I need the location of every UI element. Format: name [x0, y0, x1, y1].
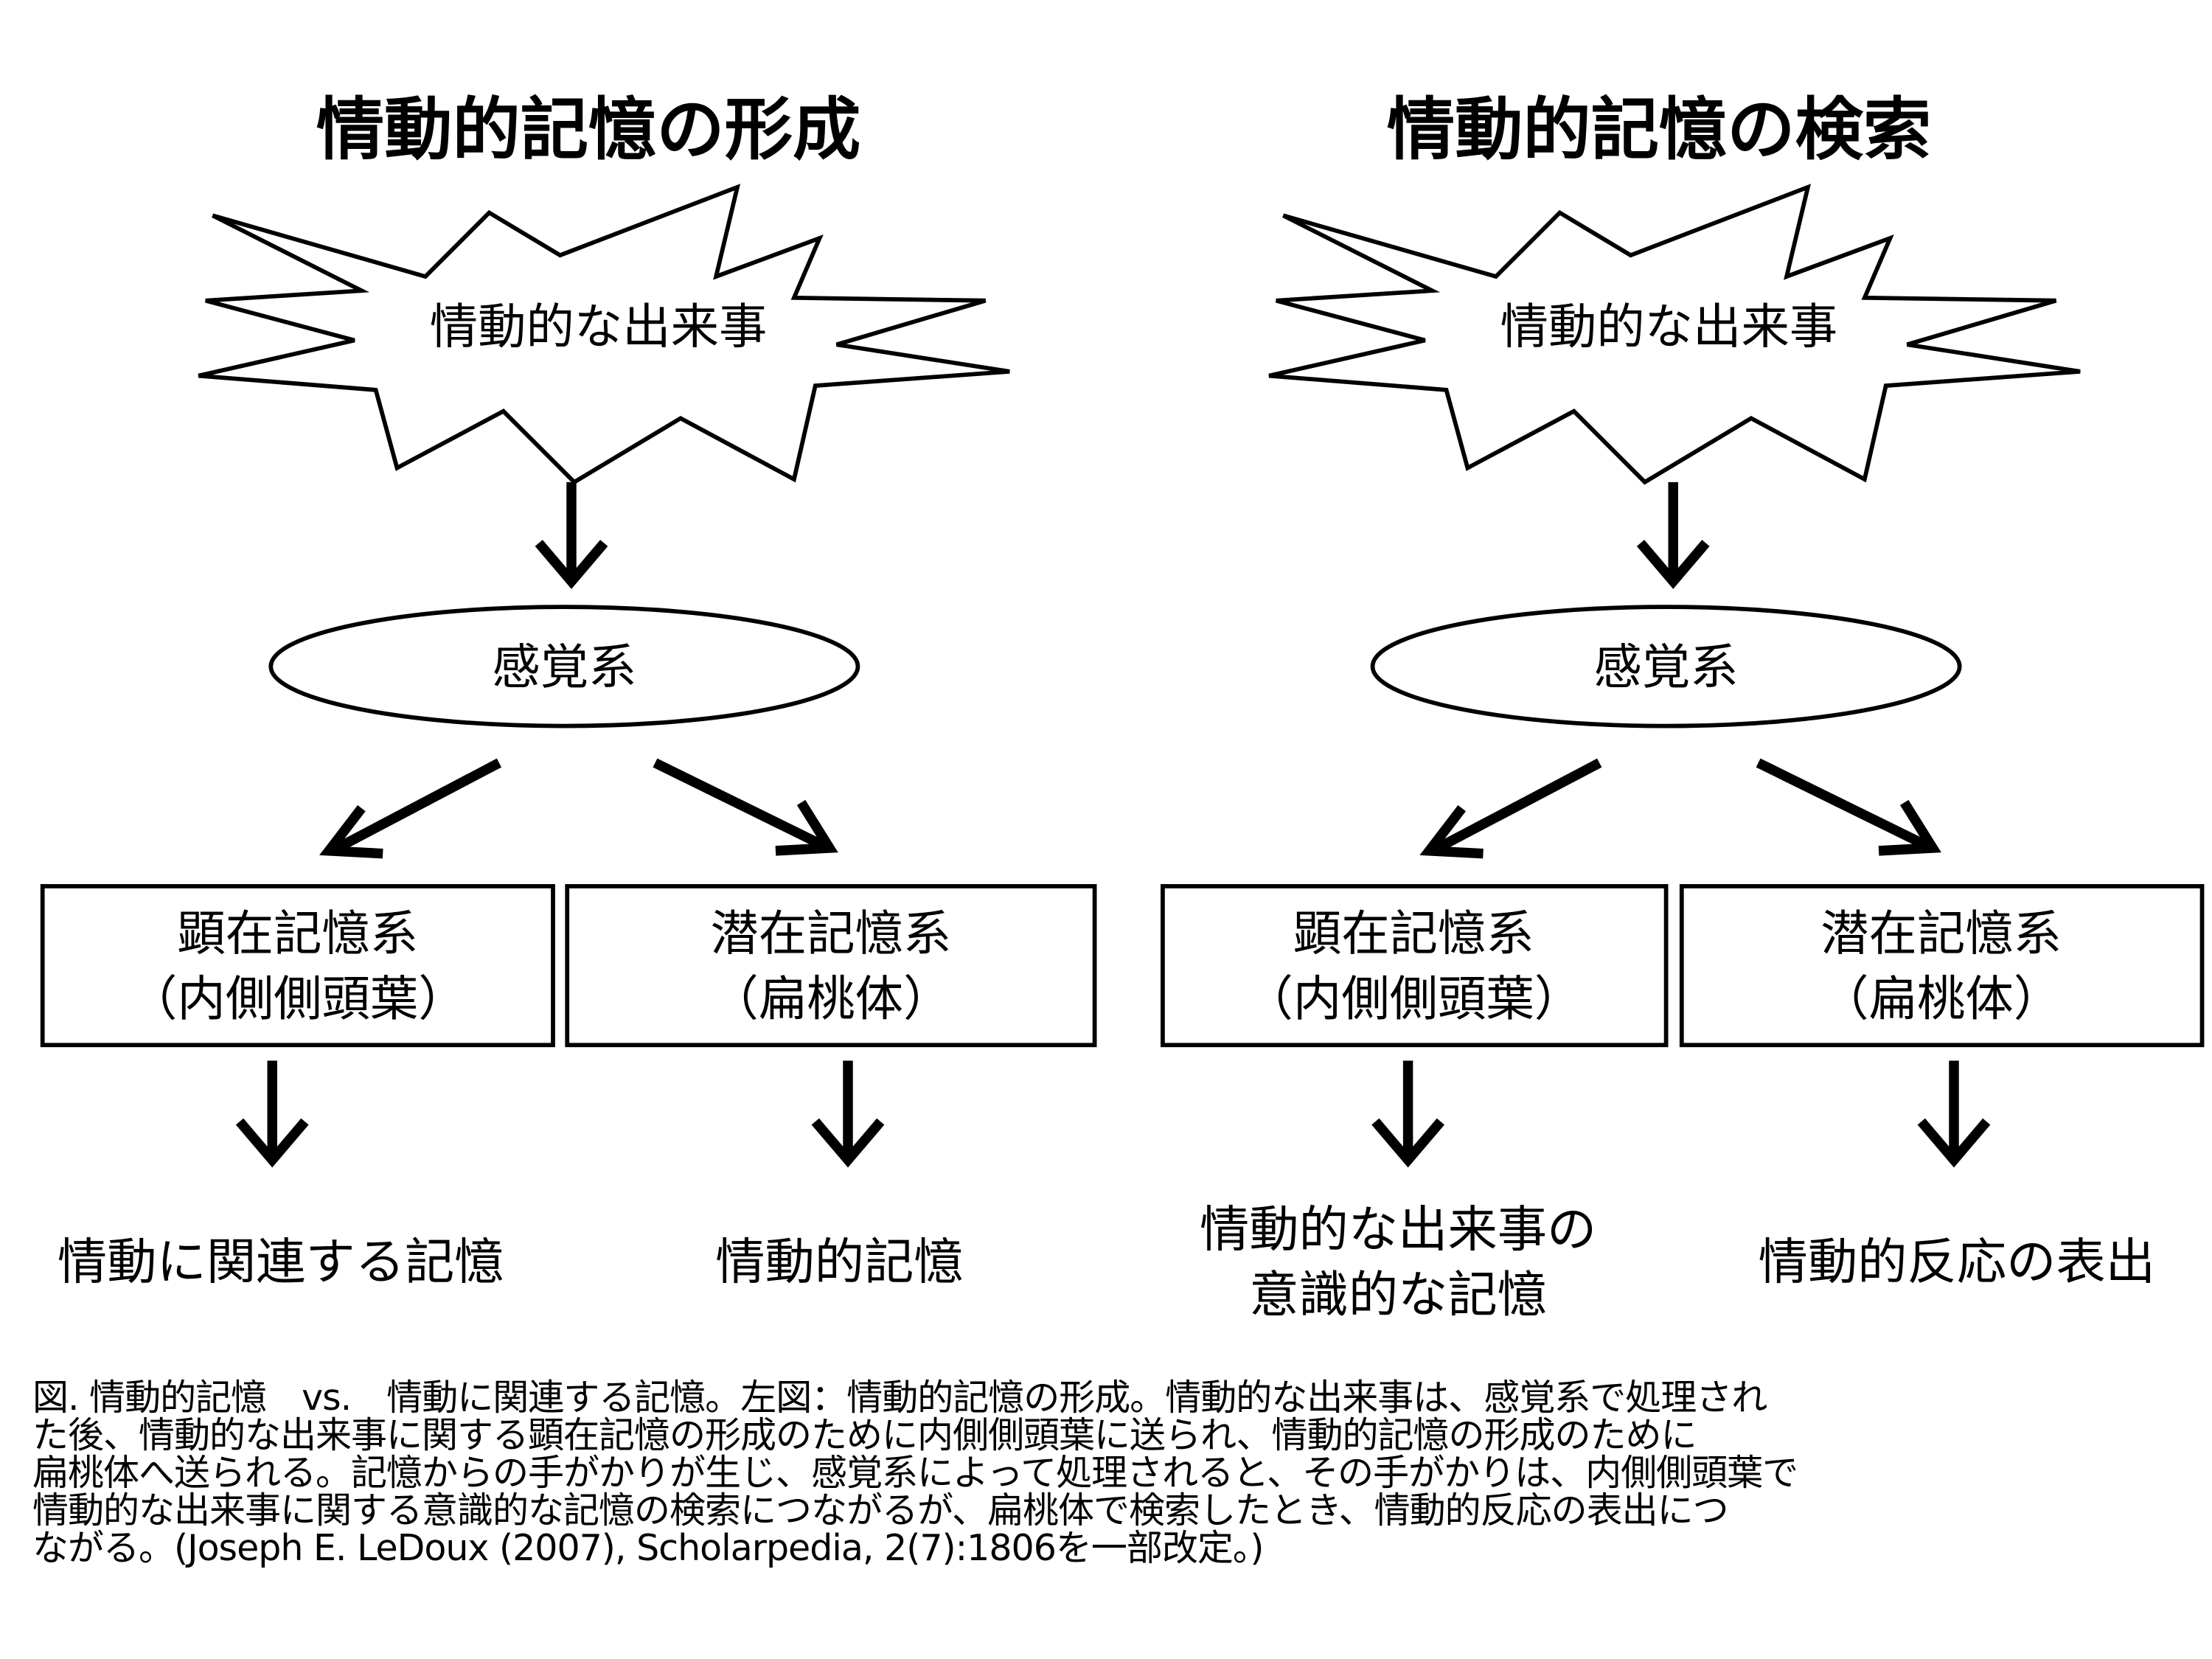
right-result-2: 情動的反応の表出	[1759, 1234, 2155, 1291]
arrow-down-icon	[1371, 1060, 1444, 1168]
left-sensory-label: 感覚系	[492, 639, 636, 695]
caption-line: 扁桃体へ送られる。記憶からの手がかりが生じ、感覚系によって処理されると、その手が…	[32, 1452, 1798, 1494]
figure-caption: 図. 情動的記憶 vs. 情動に関連する記憶。左図：情動的記憶の形成。情動的な出…	[32, 1379, 2185, 1567]
right-explicit-box	[1161, 884, 1669, 1048]
right-sensory-label: 感覚系	[1594, 639, 1739, 695]
right-implicit-sub: （扁桃体）	[1820, 971, 2062, 1027]
caption-line: た後、情動的な出来事に関する顕在記憶の形成のために内側側頭葉に送られ、情動的記憶…	[32, 1414, 1697, 1456]
left-result-1: 情動に関連する記憶	[58, 1234, 504, 1291]
arrow-down-left-icon	[1419, 758, 1602, 859]
right-implicit-box	[1679, 884, 2205, 1048]
right-result-1-line2: 意識的な記憶	[1249, 1266, 1547, 1324]
arrow-down-right-icon	[1756, 758, 1941, 856]
left-implicit-box	[565, 884, 1097, 1048]
arrow-down-icon	[235, 1060, 309, 1168]
arrow-down-left-icon	[319, 758, 502, 859]
left-explicit-label: 顕在記憶系	[177, 905, 418, 961]
right-explicit-label: 顕在記憶系	[1293, 905, 1534, 961]
right-result-1-line1: 情動的な出来事の	[1200, 1200, 1596, 1258]
right-explicit-sub: （内側側頭葉）	[1245, 971, 1582, 1027]
left-title: 情動的記憶の形成	[316, 90, 860, 170]
caption-line: ながる。(Joseph E. LeDoux (2007), Scholarped…	[32, 1527, 1265, 1569]
right-event-label: 情動的な出来事	[1500, 299, 1838, 355]
right-implicit-label: 潜在記憶系	[1820, 905, 2062, 961]
right-sensory-ellipse	[1370, 605, 1962, 728]
left-explicit-sub: （内側側頭葉）	[129, 971, 467, 1027]
arrow-down-right-icon	[653, 758, 838, 856]
right-title: 情動的記憶の検索	[1387, 90, 1931, 170]
arrow-down-icon	[1917, 1060, 1991, 1168]
arrow-down-icon	[811, 1060, 885, 1168]
left-explicit-box	[40, 884, 555, 1048]
caption-line: 情動的な出来事に関する意識的な記憶の検索につながるが、扁桃体で検索したとき、情動…	[32, 1489, 1729, 1531]
caption-line: 図. 情動的記憶 vs. 情動に関連する記憶。左図：情動的記憶の形成。情動的な出…	[32, 1377, 1767, 1419]
left-sensory-ellipse	[268, 605, 860, 728]
left-event-label: 情動的な出来事	[430, 299, 768, 355]
left-implicit-sub: （扁桃体）	[710, 971, 951, 1027]
left-result-2: 情動的記憶	[715, 1234, 964, 1291]
arrow-down-icon	[1636, 481, 1710, 589]
left-implicit-label: 潜在記憶系	[710, 905, 951, 961]
arrow-down-icon	[535, 481, 608, 589]
